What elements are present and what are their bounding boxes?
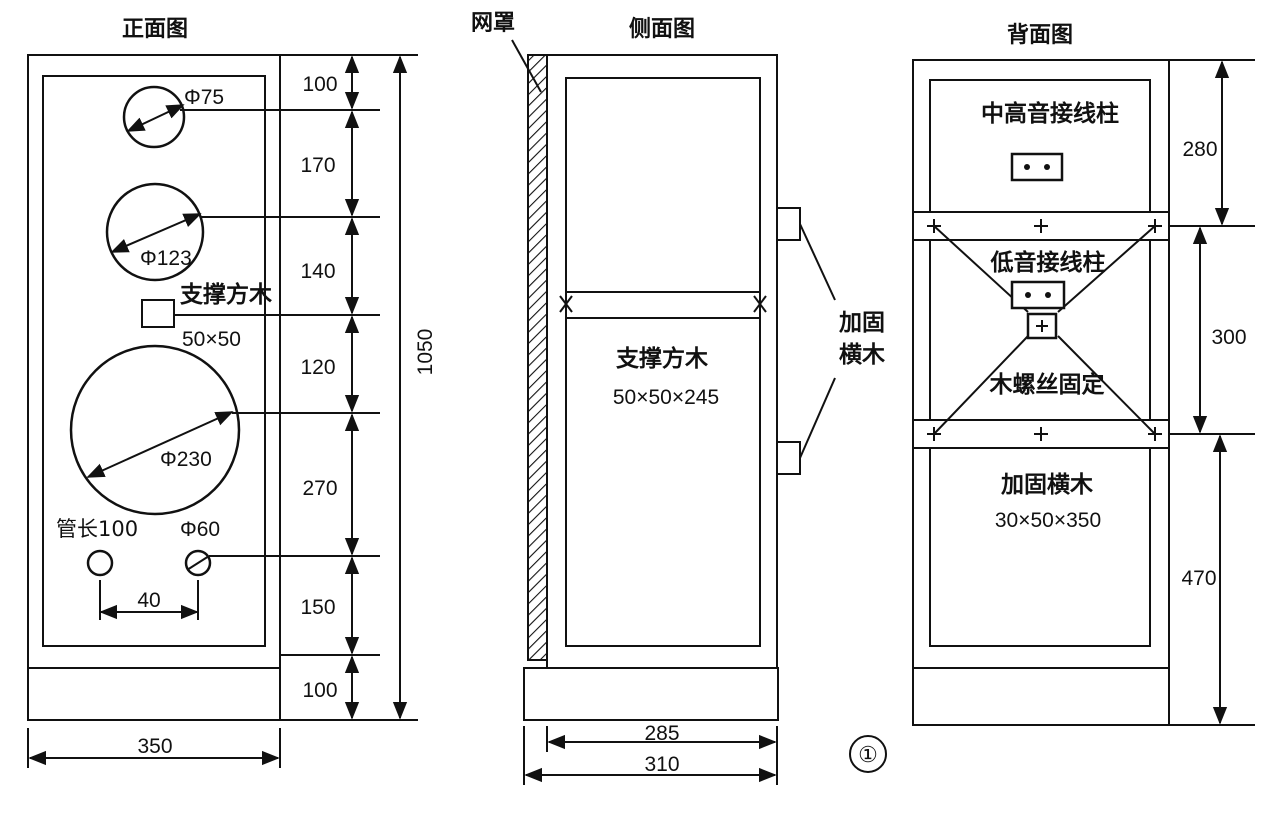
side-reinforce-block-bottom <box>776 441 801 475</box>
figure-number-label: ① <box>858 742 878 767</box>
back-reinforce-label: 加固横木 <box>1000 472 1093 498</box>
back-diagonal-2 <box>1057 225 1156 313</box>
port-diameter-line <box>186 555 210 571</box>
port-diameter-label: Φ60 <box>180 518 220 541</box>
front-dim-label-5: 150 <box>300 596 335 619</box>
side-brace-label: 支撑方木 <box>615 345 708 372</box>
back-dim-label-0: 280 <box>1182 138 1217 161</box>
low-terminal-post-2 <box>1045 292 1051 298</box>
reinforce-label-line1: 加固 <box>838 310 885 336</box>
side-depth-inner-label: 285 <box>644 722 679 745</box>
back-dim-label-1: 300 <box>1211 326 1246 349</box>
back-cabinet-outline <box>912 59 1170 669</box>
side-brace-cross-l2 <box>559 295 573 313</box>
back-inner-panel <box>929 79 1151 647</box>
back-diagonal-3 <box>933 335 1029 435</box>
front-width-label: 350 <box>137 735 172 758</box>
back-dim-label-2: 470 <box>1181 567 1216 590</box>
side-depth-outer-label: 310 <box>644 753 679 776</box>
midrange-diameter-line <box>110 213 202 253</box>
port-hole-right <box>184 549 212 577</box>
back-diagonal-4 <box>1057 335 1156 435</box>
back-view: 背面图 中高音接线柱 低音接线柱 木螺 <box>912 23 1255 726</box>
low-terminal-label: 低音接线柱 <box>990 249 1106 276</box>
front-brace-label: 支撑方木 <box>179 281 272 308</box>
front-plinth <box>27 667 281 721</box>
front-dim-label-1: 170 <box>300 154 335 177</box>
port-length-label: 管长100 <box>56 517 138 541</box>
port-spacing-label: 40 <box>137 589 160 612</box>
grille-label: 网罩 <box>471 11 515 36</box>
tweeter-diameter-label: Φ75 <box>184 86 224 109</box>
side-view: 侧面图 网罩 支撑方木 50×50×245 加固 横木 285 310 <box>471 11 885 785</box>
midrange-diameter-label: Φ123 <box>140 247 192 270</box>
grille-hatched <box>527 54 548 661</box>
center-screw-mark <box>1036 320 1048 332</box>
front-dim-label-2: 140 <box>300 260 335 283</box>
front-dim-label-6: 100 <box>302 679 337 702</box>
side-brace-size: 50×50×245 <box>613 386 719 409</box>
screw-label: 木螺丝固定 <box>989 371 1105 398</box>
side-view-title: 侧面图 <box>629 17 695 42</box>
figure-number-circle <box>849 735 887 773</box>
tweeter-hole <box>122 85 186 149</box>
low-terminal-plate <box>1010 280 1066 310</box>
front-dim-label-0: 100 <box>302 73 337 96</box>
reinforce-label-line2: 横木 <box>839 342 885 368</box>
front-brace-block <box>141 299 175 328</box>
front-overall-height-label: 1050 <box>414 329 437 376</box>
woofer-diameter-line <box>86 411 234 478</box>
high-terminal-plate <box>1010 152 1064 182</box>
port-hole-left <box>86 549 114 577</box>
low-terminal-post-1 <box>1025 292 1031 298</box>
woofer-hole <box>69 344 241 516</box>
side-inner-panel <box>565 77 761 647</box>
front-view-title: 正面图 <box>122 17 188 42</box>
midrange-hole <box>105 182 205 282</box>
woofer-diameter-label: Φ230 <box>160 448 212 471</box>
back-plinth <box>912 667 1170 726</box>
reinforce-leader-bottom <box>799 377 836 459</box>
side-plinth <box>523 667 779 721</box>
tweeter-diameter-line <box>126 104 185 132</box>
high-terminal-post-1 <box>1024 164 1030 170</box>
front-dim-label-4: 270 <box>302 477 337 500</box>
back-view-title: 背面图 <box>1007 23 1073 48</box>
reinforce-leader-top <box>799 223 836 301</box>
front-view: 正面图 Φ75 Φ123 支撑方木 50×50 Φ230 管长100 Φ60 4… <box>27 17 437 768</box>
back-reinforce-size: 30×50×350 <box>995 509 1101 532</box>
high-terminal-label: 中高音接线柱 <box>981 100 1119 127</box>
front-baffle-panel <box>42 75 266 647</box>
side-brace-cross-r2 <box>753 295 767 313</box>
side-reinforce-block-top <box>776 207 801 241</box>
high-terminal-post-2 <box>1044 164 1050 170</box>
front-dim-label-3: 120 <box>300 356 335 379</box>
front-brace-size: 50×50 <box>182 328 241 351</box>
screw-marks <box>927 219 1162 441</box>
